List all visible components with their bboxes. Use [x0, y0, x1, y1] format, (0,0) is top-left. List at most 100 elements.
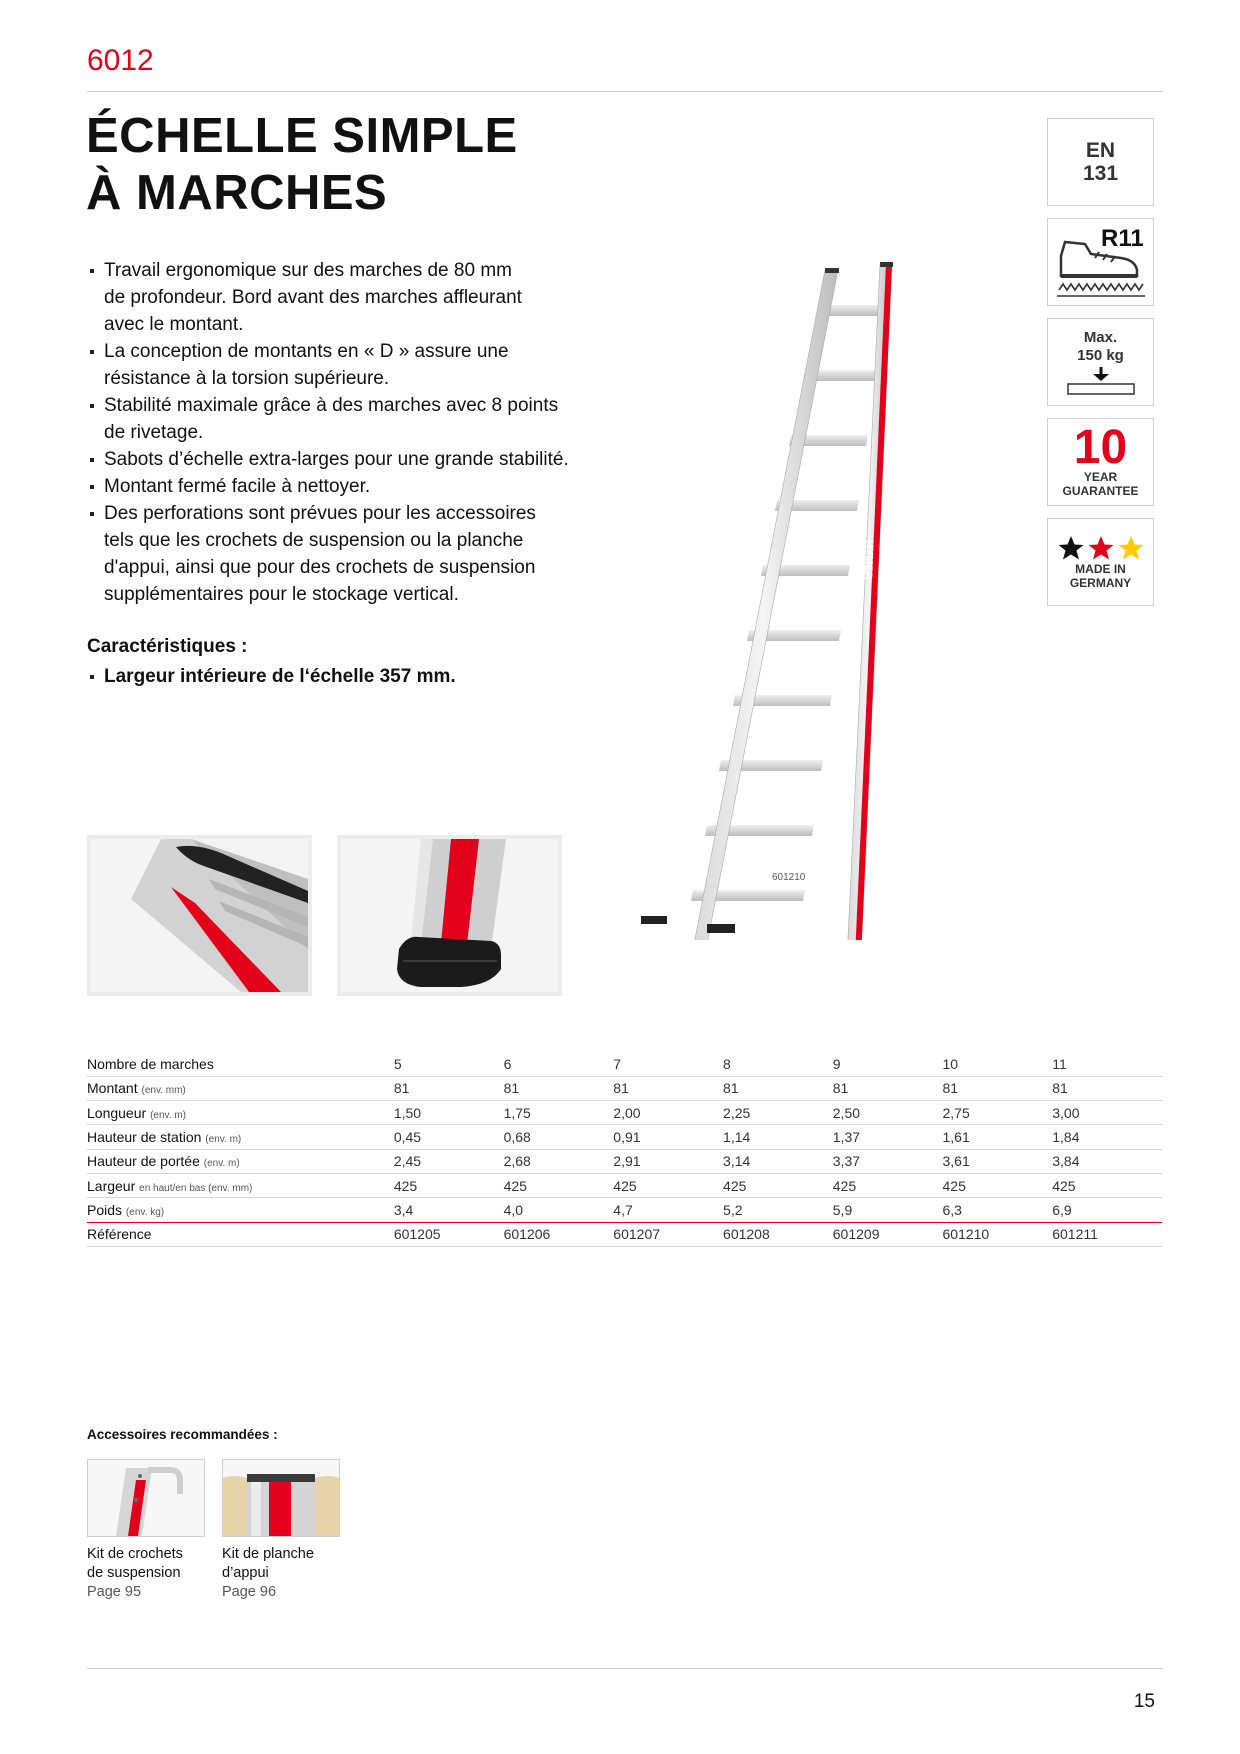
table-cell: 0,45	[393, 1124, 504, 1150]
bullet-item: La conception de montants en « D » assur…	[87, 338, 647, 392]
table-cell: 81	[723, 1076, 833, 1102]
table-cell: 3,61	[942, 1149, 1053, 1174]
board-kit-image	[222, 1459, 340, 1537]
row-label: Référence	[87, 1222, 394, 1247]
row-label: Hauteur de portée (env. m)	[87, 1149, 394, 1174]
bullet-line: Travail ergonomique sur des marches de 8…	[104, 260, 512, 281]
accessory-hook-kit[interactable]: Kit de crochets de suspension Page 95	[87, 1459, 205, 1602]
d-profile-illustration	[91, 839, 308, 992]
table-cell: 1,84	[1052, 1124, 1162, 1150]
table-cell: 1,61	[942, 1124, 1053, 1150]
bullet-line: Montant fermé facile à nettoyer.	[104, 476, 371, 497]
table-cell: 2,00	[613, 1100, 724, 1126]
product-code: 6012	[87, 44, 154, 77]
table-cell: 425	[1052, 1173, 1162, 1199]
table-cell: 8	[723, 1052, 833, 1077]
ladder-foot-illustration	[341, 839, 558, 992]
accessory-board-kit[interactable]: Kit de planche d’appui Page 96	[222, 1459, 340, 1602]
board-kit-illustration	[223, 1460, 339, 1536]
rail-profile-detail-image	[87, 835, 312, 996]
hook-kit-image	[87, 1459, 205, 1537]
guarantee-label-2: GUARANTEE	[1062, 484, 1139, 498]
table-cell: 601209	[832, 1222, 943, 1247]
row-label: Largeur en haut/en bas (env. mm)	[87, 1173, 394, 1199]
bullet-item: Montant fermé facile à nettoyer.	[87, 473, 647, 500]
table-cell: 3,14	[723, 1149, 833, 1174]
table-row: Poids (env. kg) 3,4 4,0 4,7 5,2 5,9 6,3 …	[87, 1197, 1162, 1223]
specifications-table: Nombre de marches 5 6 7 8 9 10 11 Montan…	[87, 1052, 1162, 1247]
accessory-name: Kit de crochets de suspension	[87, 1546, 183, 1581]
bullet-line: Des perforations sont prévues pour les a…	[104, 503, 536, 524]
title-line-1: ÉCHELLE SIMPLE	[86, 109, 518, 163]
table-cell: 5,9	[832, 1197, 943, 1223]
safety-shoe-icon: R11	[1056, 225, 1145, 297]
norm-label: EN	[1085, 139, 1116, 162]
table-cell: 5,2	[723, 1197, 833, 1223]
table-cell: 81	[832, 1076, 943, 1102]
bullet-item: Sabots d’échelle extra-larges pour une g…	[87, 446, 647, 473]
table-cell: 1,14	[723, 1124, 833, 1150]
guarantee-years: 10	[1073, 421, 1128, 474]
feature-bullets: Travail ergonomique sur des marches de 8…	[87, 257, 647, 608]
page-title: ÉCHELLE SIMPLE À MARCHES	[86, 108, 518, 222]
ladder-image: HYMER	[691, 262, 893, 940]
made-in-germany-badge: MADE IN GERMANY	[1047, 518, 1154, 606]
row-unit: (env. m)	[150, 1109, 186, 1121]
table-cell: 601206	[503, 1222, 614, 1247]
table-cell: 601211	[1052, 1222, 1162, 1247]
bullet-line: La conception de montants en « D » assur…	[104, 341, 509, 362]
badge-column: EN 131 R11 Max. 150 kg 10 YEAR GUARANTEE	[1047, 118, 1154, 618]
table-cell: 425	[393, 1173, 504, 1199]
load-arrow-icon	[1066, 367, 1135, 395]
bullet-line: avec le montant.	[104, 314, 244, 335]
features-title: Caractéristiques :	[87, 636, 248, 657]
table-cell: 601210	[942, 1222, 1053, 1247]
feature-item: Largeur intérieure de l‘échelle 357 mm.	[87, 663, 456, 690]
made-in-label-1: MADE IN	[1075, 562, 1126, 576]
norm-badge: EN 131	[1047, 118, 1154, 206]
page-number: 15	[1133, 1691, 1155, 1712]
table-cell: 2,68	[503, 1149, 614, 1174]
row-unit: (env. m)	[205, 1134, 242, 1146]
ladder-left-rail	[694, 268, 839, 940]
row-label: Nombre de marches	[87, 1052, 394, 1077]
table-cell: 81	[393, 1076, 504, 1102]
table-cell: 3,84	[1052, 1149, 1162, 1174]
table-row: Référence 601205 601206 601207 601208 60…	[87, 1222, 1162, 1247]
table-cell: 3,4	[393, 1197, 504, 1223]
slip-badge: R11	[1047, 218, 1154, 306]
row-unit: (env. m)	[203, 1158, 240, 1170]
row-label: Montant (env. mm)	[87, 1076, 394, 1102]
guarantee-badge: 10 YEAR GUARANTEE	[1047, 418, 1154, 506]
accessory-page-ref: Page 95	[87, 1584, 142, 1600]
table-cell: 6,9	[1052, 1197, 1162, 1223]
ladder-steps	[691, 305, 886, 901]
max-load-badge: Max. 150 kg	[1047, 318, 1154, 406]
made-in-label-2: GERMANY	[1069, 576, 1132, 590]
bullet-item: Travail ergonomique sur des marches de 8…	[87, 257, 647, 338]
row-unit: (env. mm)	[141, 1085, 186, 1097]
table-cell: 6,3	[942, 1197, 1053, 1223]
table-cell: 3,37	[832, 1149, 943, 1174]
table-cell: 425	[832, 1173, 943, 1199]
table-cell: 601207	[613, 1222, 724, 1247]
bullet-line: Sabots d’échelle extra-larges pour une g…	[104, 449, 569, 470]
table-cell: 5	[393, 1052, 504, 1077]
table-cell: 9	[832, 1052, 943, 1077]
ladder-brand-text: HYMER	[862, 540, 875, 580]
accessory-page-ref: Page 96	[222, 1584, 277, 1600]
row-label: Poids (env. kg)	[87, 1197, 394, 1223]
ladder-right-rail	[847, 262, 893, 940]
table-cell: 4,0	[503, 1197, 614, 1223]
bullet-item: Des perforations sont prévues pour les a…	[87, 500, 647, 608]
accessories-title: Accessoires recommandées :	[87, 1427, 278, 1442]
table-cell: 425	[723, 1173, 833, 1199]
bullet-line: de profondeur. Bord avant des marches af…	[104, 287, 522, 308]
table-cell: 1,37	[832, 1124, 943, 1150]
table-cell: 1,75	[503, 1100, 614, 1126]
row-label: Longueur (env. m)	[87, 1100, 394, 1126]
table-row: Nombre de marches 5 6 7 8 9 10 11	[87, 1052, 1162, 1077]
table-cell: 2,50	[832, 1100, 943, 1126]
table-cell: 4,7	[613, 1197, 724, 1223]
ladder-feet	[641, 916, 735, 933]
